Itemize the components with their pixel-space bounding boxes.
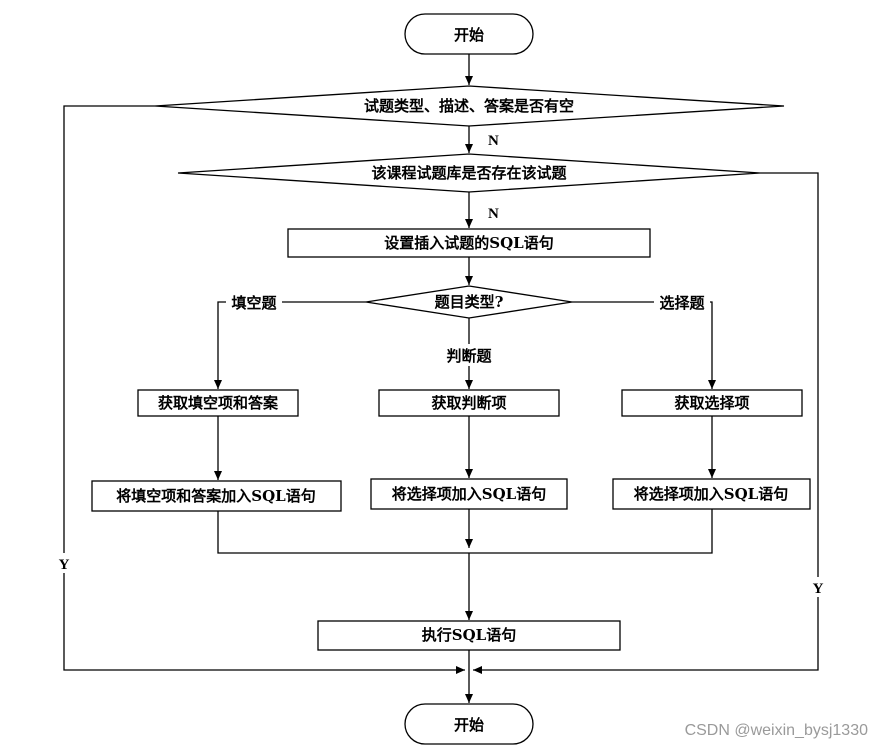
step-insert-sql-label: 设置插入试题的SQL语句 — [384, 234, 553, 252]
step-insert-sql — [287, 228, 651, 258]
step-add-choice — [612, 478, 811, 510]
step-get-choice-label: 获取选择项 — [674, 394, 749, 412]
branch-fill-label-bg — [226, 291, 282, 313]
branch-fill-line — [214, 301, 366, 389]
step-add-fill — [91, 480, 342, 512]
y-label-right-bg — [809, 577, 827, 597]
branch-choice-line — [572, 301, 716, 389]
step-add-judge — [370, 478, 568, 510]
decision-empty-label: 试题类型、描述、答案是否有空 — [364, 97, 574, 115]
loop-y-left — [63, 105, 465, 674]
step-add-fill-label: 将填空项和答案加入SQL语句 — [116, 487, 315, 505]
y-label-right: Y — [813, 581, 824, 597]
decision-exists-label: 该课程试题库是否存在该试题 — [371, 164, 567, 182]
y-label-left: Y — [59, 557, 70, 573]
n-label-1: N — [488, 133, 499, 149]
branch-choice-label-bg — [654, 291, 710, 313]
step-add-choice-label: 将选择项加入SQL语句 — [634, 485, 788, 503]
y-label-left-bg — [55, 553, 73, 573]
end-label: 开始 — [454, 716, 484, 734]
branch-judge-label-bg — [442, 344, 496, 366]
decision-type-label: 题目类型? — [435, 293, 504, 311]
step-execute-sql-label: 执行SQL语句 — [422, 626, 516, 644]
step-get-choice — [621, 389, 803, 417]
branch-choice-label: 选择题 — [659, 294, 705, 312]
branch-judge-label: 判断题 — [446, 347, 492, 365]
watermark-text: CSDN @weixin_bysj1330 — [685, 722, 869, 739]
loop-y-right — [473, 172, 819, 674]
end-terminal — [404, 703, 534, 745]
merge-line-choice — [469, 509, 713, 554]
step-get-fill-label: 获取填空项和答案 — [158, 394, 279, 412]
merge-line-fill — [217, 511, 469, 554]
start-label: 开始 — [454, 26, 484, 44]
step-get-judge — [378, 389, 560, 417]
step-add-judge-label: 将选择项加入SQL语句 — [392, 485, 546, 503]
branch-fill-label: 填空题 — [231, 294, 277, 312]
step-get-judge-label: 获取判断项 — [431, 394, 506, 412]
n-label-2: N — [488, 206, 499, 222]
